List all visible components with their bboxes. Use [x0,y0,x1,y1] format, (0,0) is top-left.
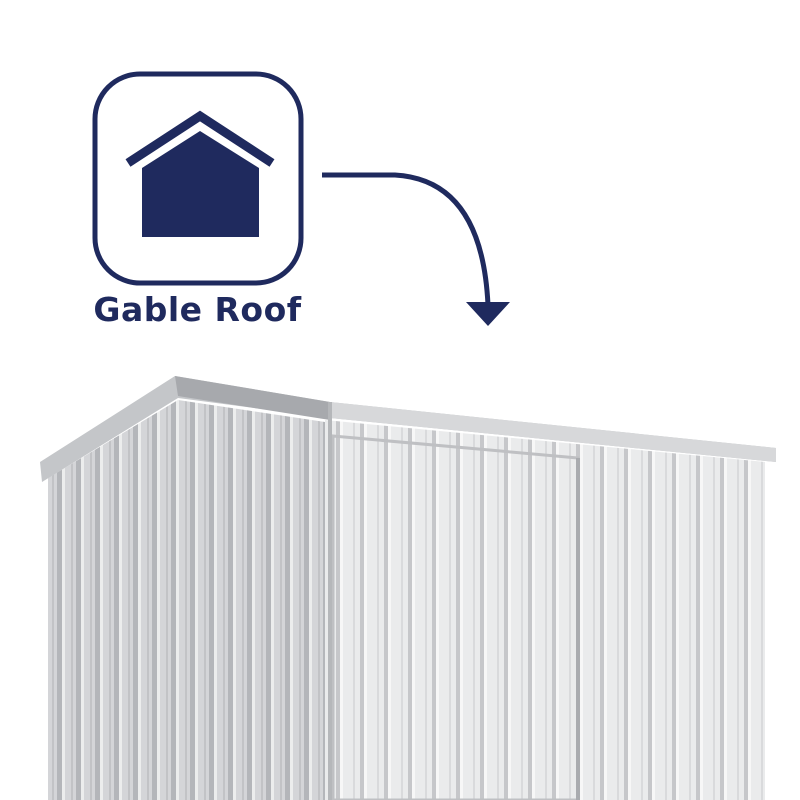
arrow-down-icon [322,172,510,326]
shed-gable-wall [48,400,325,800]
feature-label: Gable Roof [93,290,302,329]
gable-house-icon [125,110,275,237]
shed-door [331,434,580,800]
